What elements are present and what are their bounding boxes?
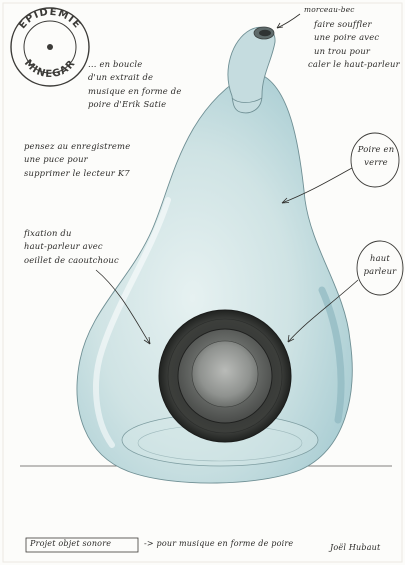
footer-project-label: Projet objet sonore <box>30 538 111 551</box>
bubble-glass-pear-label: Poire en verre <box>356 143 396 170</box>
note-chip-recording: pensez au enregistreme une puce pour sup… <box>24 140 130 180</box>
note-mouthpiece: morceau-bec <box>304 4 355 16</box>
note-loop-music: ... en boucle d'un extrait de musique en… <box>88 58 182 112</box>
note-speaker-fixation: fixation du haut-parleur avec oeillet de… <box>24 227 119 267</box>
speaker-dust-cap <box>192 341 258 407</box>
note-blow-pear: faire souffler une poire avec un trou po… <box>314 18 400 72</box>
artist-signature: Joël Hubaut <box>330 542 380 555</box>
footer-caption: -> pour musique en forme de poire <box>144 538 293 551</box>
bubble-speaker-label: haut parleur <box>361 252 399 279</box>
